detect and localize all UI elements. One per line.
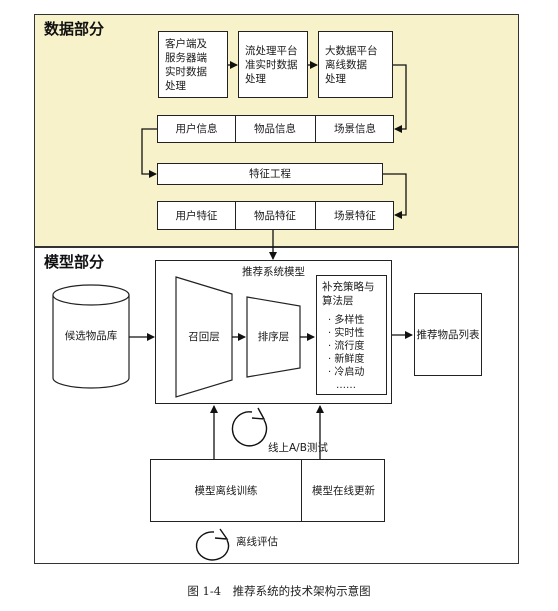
training-divider: [301, 460, 302, 521]
supplement-strategy-box: 补充策略与 算法层 · 多样性 · 实时性 · 流行度 · 新鲜度 · 冷启动 …: [316, 275, 387, 395]
arrow-src3-info: [393, 64, 407, 133]
supplement-list: · 多样性 · 实时性 · 流行度 · 新鲜度 · 冷启动 ……: [322, 314, 381, 392]
recall-layer-shape: [175, 276, 233, 398]
candidate-db-cylinder: [52, 284, 130, 389]
item-feature-cell: 物品特征: [254, 209, 296, 222]
supplement-item: ……: [336, 380, 356, 391]
supplement-item: · 新鲜度: [328, 354, 365, 365]
near-realtime-data-box: 流处理平台 准实时数据 处理: [238, 31, 308, 98]
supplement-item: · 冷启动: [328, 367, 365, 378]
supplement-title: 补充策略与 算法层: [322, 281, 375, 307]
training-row: 模型离线训练 模型在线更新: [150, 459, 385, 522]
offline-data-box: 大数据平台 离线数据 处理: [318, 31, 393, 98]
offline-training-cell: 模型离线训练: [194, 484, 258, 497]
supplement-item: · 流行度: [328, 341, 365, 352]
rank-layer-shape: [246, 296, 301, 378]
recommend-model-title: 推荐系统模型: [242, 266, 305, 278]
info-divider-2: [315, 116, 316, 142]
model-section-title: 模型部分: [44, 253, 105, 271]
realtime-data-box: 客户端及 服务器端 实时数据 处理: [158, 31, 228, 98]
data-section-title: 数据部分: [44, 20, 105, 38]
feature-row: 用户特征 物品特征 场景特征: [157, 201, 394, 230]
item-info-cell: 物品信息: [254, 123, 296, 135]
user-info-cell: 用户信息: [175, 123, 218, 135]
recall-layer-label: 召回层: [188, 330, 220, 343]
offline-eval-cycle-icon: [195, 528, 230, 561]
feature-divider-1: [235, 202, 236, 229]
offline-eval-label: 离线评估: [236, 536, 278, 548]
online-update-cell: 模型在线更新: [312, 484, 375, 497]
info-divider-1: [235, 116, 236, 142]
arrow-info-feature-eng: [141, 128, 157, 178]
rank-layer-label: 排序层: [257, 330, 290, 343]
supplement-item: · 多样性: [328, 315, 365, 326]
scene-feature-cell: 场景特征: [334, 209, 376, 222]
arrow-feature-eng-features: [383, 173, 407, 219]
supplement-item: · 实时性: [328, 328, 365, 339]
info-row: 用户信息 物品信息 场景信息: [157, 115, 394, 143]
candidate-db-label: 候选物品库: [64, 329, 118, 342]
figure-caption: 图 1-4 推荐系统的技术架构示意图: [187, 584, 371, 598]
user-feature-cell: 用户特征: [175, 209, 218, 222]
ab-test-label: 线上A/B测试: [268, 442, 328, 454]
result-list-box: 推荐物品列表: [414, 293, 482, 376]
ab-test-cycle-icon: [231, 407, 268, 447]
scene-info-cell: 场景信息: [334, 123, 376, 135]
feature-divider-2: [315, 202, 316, 229]
feature-engineering-box: 特征工程: [157, 163, 383, 185]
